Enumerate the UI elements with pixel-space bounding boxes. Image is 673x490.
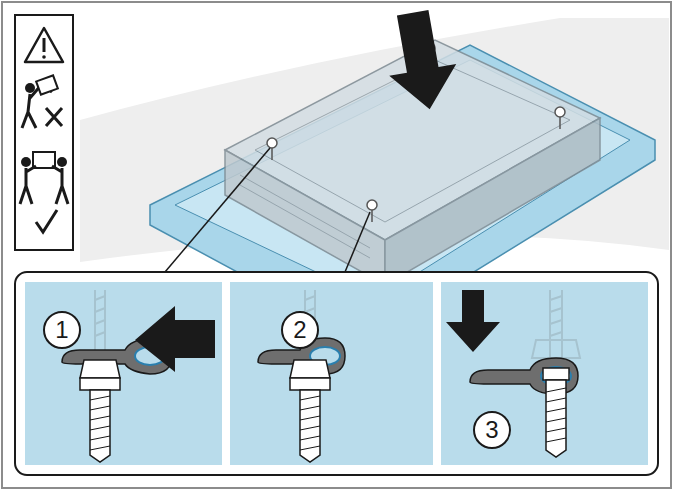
step-panels <box>25 282 222 465</box>
mounting-screws <box>367 200 377 210</box>
warning-panel <box>42 55 46 59</box>
warning-panel <box>33 152 55 168</box>
mounting-screws <box>559 117 561 129</box>
callout-text: 1 <box>55 318 68 342</box>
callout-number: 3 <box>473 411 511 449</box>
step-3-detail <box>446 290 500 352</box>
step-panels <box>441 282 648 465</box>
appliance <box>385 118 600 285</box>
insert-arrow <box>379 7 463 115</box>
mounting-screws <box>555 107 565 117</box>
warning-panel <box>43 38 46 52</box>
warning-panel <box>36 75 58 94</box>
step-1-detail <box>90 396 110 450</box>
step-1-detail <box>80 378 120 390</box>
warning-panel <box>15 15 73 250</box>
warning-panel <box>46 108 62 126</box>
warning-panel <box>25 28 63 62</box>
step-3-detail <box>532 340 580 358</box>
appliance <box>225 150 385 285</box>
step-2-detail <box>290 378 330 390</box>
appliance <box>240 185 370 258</box>
callout-number: 2 <box>281 311 319 349</box>
step-1-detail <box>80 360 120 378</box>
callout-number: 1 <box>43 311 81 349</box>
leader-lines <box>165 148 270 272</box>
step-1-detail <box>62 290 215 462</box>
warning-panel <box>25 83 35 93</box>
warning-panel <box>20 166 68 204</box>
step-1-detail <box>135 306 215 372</box>
step-3-detail <box>543 368 569 380</box>
mounting-screws <box>267 138 277 148</box>
callout-text: 2 <box>293 318 306 342</box>
warning-panel <box>36 210 57 232</box>
step-3-detail <box>550 290 562 360</box>
step-panels <box>25 282 648 465</box>
step-2-detail <box>300 390 320 462</box>
warning-panel <box>15 15 73 250</box>
leader-lines <box>165 148 370 272</box>
step-3-detail <box>546 388 566 442</box>
callout-text: 3 <box>485 418 498 442</box>
appliance <box>240 175 370 248</box>
leader-lines <box>345 212 370 272</box>
step-panels <box>230 282 433 465</box>
step-3-detail <box>546 380 566 457</box>
detail-panel <box>15 272 658 475</box>
mounting-screws <box>371 210 373 222</box>
step-2-detail <box>258 290 345 462</box>
step-2-detail <box>300 396 320 450</box>
step-1-detail <box>90 390 110 462</box>
step-2-detail <box>290 360 330 378</box>
warning-panel <box>21 157 31 167</box>
mounting-screws <box>271 148 273 160</box>
warning-panel <box>57 157 67 167</box>
step-3-detail <box>446 290 580 457</box>
